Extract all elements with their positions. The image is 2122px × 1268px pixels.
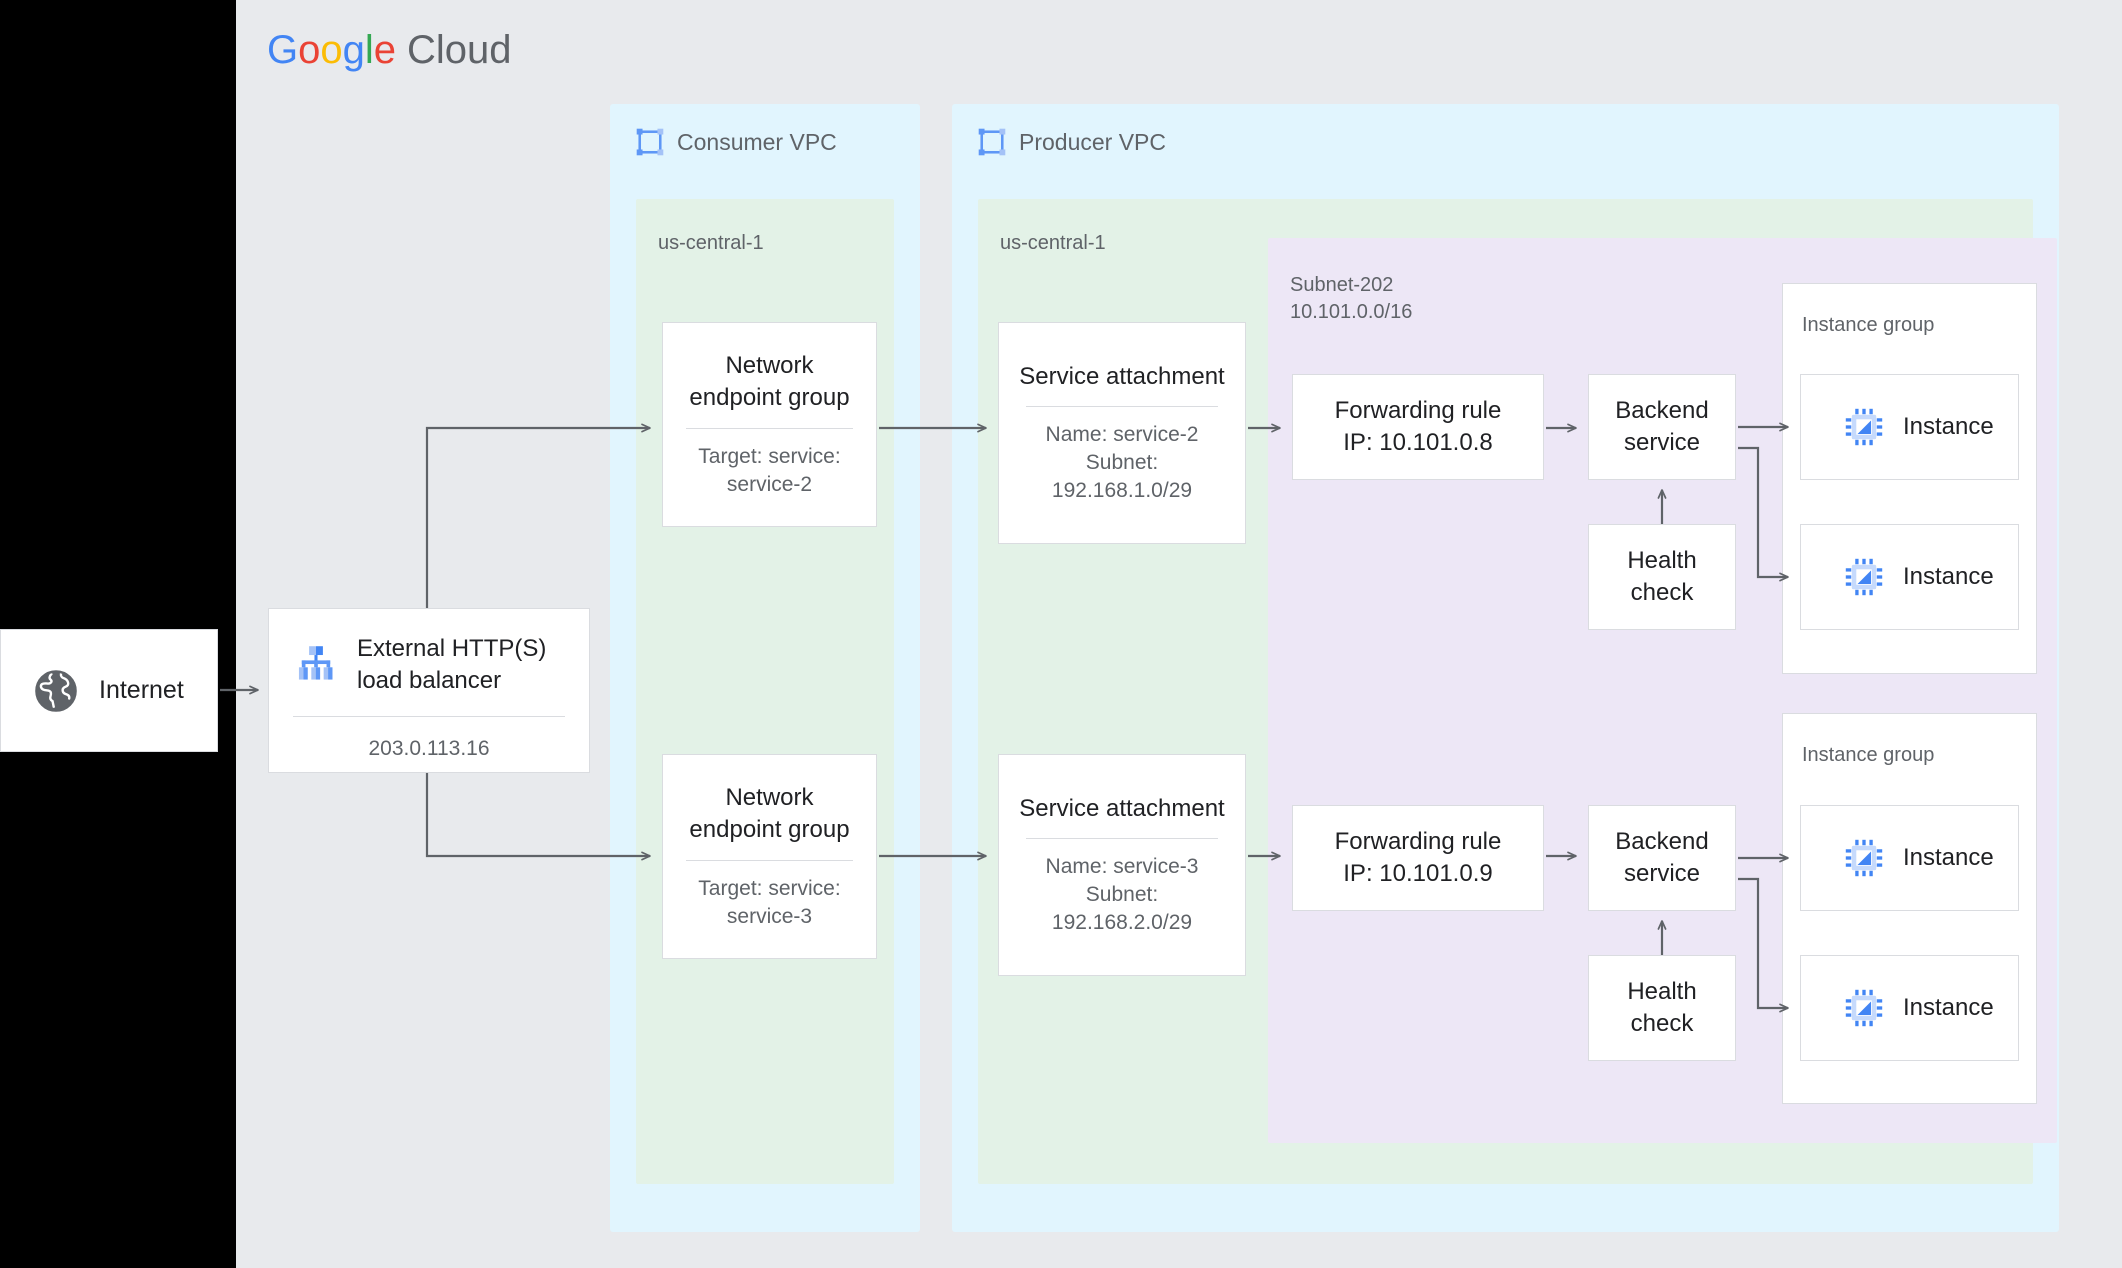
- service-attachment-sub-2: Name: service-3 Subnet: 192.168.2.0/29: [1045, 855, 1199, 935]
- neg-title-2: Network endpoint group: [689, 784, 850, 844]
- service-attachment-card-1[interactable]: Service attachment Name: service-2 Subne…: [998, 322, 1246, 544]
- vpc-icon: [978, 128, 1006, 156]
- producer-vpc-header: Producer VPC: [978, 128, 1166, 156]
- health-check-card-1[interactable]: Health check: [1588, 524, 1736, 630]
- instance-label-1-1: Instance: [1903, 413, 1994, 440]
- forwarding-rule-text-1: Forwarding rule IP: 10.101.0.8: [1334, 397, 1502, 456]
- card-divider: [1026, 406, 1218, 408]
- backend-service-text-2: Backend service: [1615, 828, 1709, 887]
- instance-label-2-2: Instance: [1903, 994, 1994, 1021]
- load-balancer-title: External HTTP(S) load balancer: [357, 635, 547, 694]
- load-balancer-ip: 203.0.113.16: [368, 737, 490, 761]
- card-divider: [1026, 838, 1218, 840]
- instance-label-1-2: Instance: [1903, 563, 1994, 590]
- backend-service-card-2[interactable]: Backend service: [1588, 805, 1736, 911]
- service-attachment-title-2: Service attachment: [1019, 794, 1225, 822]
- service-attachment-sub-1: Name: service-2 Subnet: 192.168.1.0/29: [1045, 423, 1199, 503]
- logo-letter-g2: g: [342, 28, 365, 72]
- logo-cloud-word: Cloud: [407, 28, 512, 72]
- logo-letter-o1: o: [298, 28, 321, 72]
- neg-title-1: Network endpoint group: [689, 352, 850, 412]
- network-endpoint-group-card-1[interactable]: Network endpoint group Target: service: …: [662, 322, 877, 527]
- subnet-202-label: Subnet-202 10.101.0.0/16: [1290, 274, 1413, 323]
- load-balancer-icon: [293, 642, 339, 688]
- backend-service-card-1[interactable]: Backend service: [1588, 374, 1736, 480]
- backend-service-text-1: Backend service: [1615, 397, 1709, 456]
- instance-chip-icon: [1843, 556, 1885, 598]
- network-endpoint-group-card-2[interactable]: Network endpoint group Target: service: …: [662, 754, 877, 959]
- logo-letter-g: G: [267, 28, 299, 72]
- producer-region-label: us-central-1: [1000, 232, 1106, 254]
- neg-target-2: Target: service: service-3: [698, 876, 841, 928]
- consumer-vpc-header: Consumer VPC: [636, 128, 837, 156]
- instance-card-1-2[interactable]: Instance: [1800, 524, 2019, 630]
- card-divider: [686, 859, 853, 861]
- health-check-text-1: Health check: [1627, 547, 1697, 606]
- logo-letter-e: e: [373, 28, 397, 72]
- internet-label: Internet: [99, 676, 184, 704]
- forwarding-rule-card-2[interactable]: Forwarding rule IP: 10.101.0.9: [1292, 805, 1544, 911]
- card-divider: [686, 427, 853, 429]
- health-check-text-2: Health check: [1627, 978, 1697, 1037]
- service-attachment-card-2[interactable]: Service attachment Name: service-3 Subne…: [998, 754, 1246, 976]
- logo-letter-o2: o: [320, 28, 343, 72]
- consumer-region-label: us-central-1: [658, 232, 764, 254]
- instance-group-label-1: Instance group: [1802, 314, 1935, 336]
- load-balancer-card[interactable]: External HTTP(S) load balancer 203.0.113…: [268, 608, 590, 773]
- card-divider: [293, 716, 565, 718]
- instance-chip-icon: [1843, 406, 1885, 448]
- consumer-vpc-title: Consumer VPC: [677, 128, 837, 155]
- internet-card[interactable]: Internet: [0, 629, 218, 752]
- neg-target-1: Target: service: service-2: [698, 444, 841, 496]
- instance-card-2-2[interactable]: Instance: [1800, 955, 2019, 1061]
- instance-card-1-1[interactable]: Instance: [1800, 374, 2019, 480]
- service-attachment-title-1: Service attachment: [1019, 362, 1225, 390]
- producer-vpc-title: Producer VPC: [1019, 128, 1167, 155]
- globe-icon: [33, 668, 79, 714]
- forwarding-rule-card-1[interactable]: Forwarding rule IP: 10.101.0.8: [1292, 374, 1544, 480]
- instance-chip-icon: [1843, 837, 1885, 879]
- instance-card-2-1[interactable]: Instance: [1800, 805, 2019, 911]
- vpc-icon: [636, 128, 664, 156]
- logo-letter-l: l: [364, 28, 374, 72]
- health-check-card-2[interactable]: Health check: [1588, 955, 1736, 1061]
- instance-group-label-2: Instance group: [1802, 744, 1935, 766]
- forwarding-rule-text-2: Forwarding rule IP: 10.101.0.9: [1334, 828, 1502, 887]
- instance-chip-icon: [1843, 987, 1885, 1029]
- instance-label-2-1: Instance: [1903, 844, 1994, 871]
